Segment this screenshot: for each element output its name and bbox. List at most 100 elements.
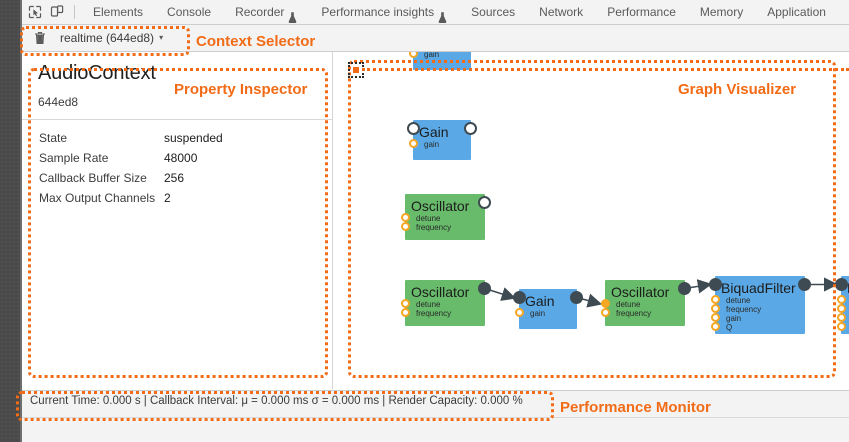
node-input-port[interactable] <box>835 278 848 291</box>
tab-performance-insights[interactable]: Performance insights <box>309 0 459 24</box>
node-output-port[interactable] <box>570 291 583 304</box>
tab-console[interactable]: Console <box>155 0 223 24</box>
node-body <box>519 289 577 329</box>
annotation-label-property-inspector: Property Inspector <box>174 81 308 98</box>
param-port-frequency-icon[interactable] <box>711 304 720 313</box>
graph-visualizer-pane[interactable]: GaingainGaingainOscillatordetunefrequenc… <box>333 52 849 389</box>
audiocontext-id: 644ed8 <box>38 95 79 109</box>
node-body <box>715 276 805 334</box>
node-output-port[interactable] <box>478 196 491 209</box>
device-toolbar-icon[interactable] <box>46 2 68 22</box>
property-table: State suspended Sample Rate 48000 Callba… <box>39 128 223 208</box>
tab-label: Performance insights <box>321 5 435 19</box>
node-title: Gain <box>525 293 555 309</box>
param-port-gain-icon[interactable] <box>515 308 524 317</box>
param-port-detune-icon[interactable] <box>401 299 410 308</box>
param-port-frequency-icon[interactable] <box>837 304 846 313</box>
page-background-gutter <box>0 0 20 442</box>
param-port-detune-icon[interactable] <box>711 295 720 304</box>
node-title: Gain <box>419 124 449 140</box>
node-param-frequency: frequency <box>616 309 652 318</box>
annotation-label-context-selector: Context Selector <box>196 33 316 50</box>
param-port-gain-icon[interactable] <box>409 139 418 148</box>
node-param-detune: detune <box>726 296 751 305</box>
param-port-gain-icon[interactable] <box>711 313 720 322</box>
param-port-q-icon[interactable] <box>837 322 846 331</box>
tab-application[interactable]: Application <box>755 0 838 24</box>
inspect-element-icon[interactable] <box>24 2 46 22</box>
experimental-flask-icon <box>438 7 447 23</box>
node-param-detune: detune <box>416 300 441 309</box>
param-port-detune-icon[interactable] <box>601 299 610 308</box>
tab-sources[interactable]: Sources <box>459 0 527 24</box>
annotation-label-performance-monitor: Performance Monitor <box>560 399 711 416</box>
property-value: 48000 <box>164 151 198 165</box>
node-output-port[interactable] <box>678 282 691 295</box>
node-param-frequency: frequency <box>416 223 452 232</box>
property-key: Callback Buffer Size <box>39 171 147 185</box>
tab-label: Application <box>767 5 826 19</box>
audiocontext-title: AudioContext <box>38 62 156 84</box>
chevron-down-icon: ▾ <box>159 33 164 42</box>
property-inspector-pane: AudioContext 644ed8 State suspended Samp… <box>22 52 333 389</box>
node-input-port[interactable] <box>407 122 420 135</box>
node-title: Oscillator <box>411 284 470 300</box>
tab-elements[interactable]: Elements <box>81 0 155 24</box>
tab-label: Console <box>167 5 212 19</box>
tab-network[interactable]: Network <box>527 0 595 24</box>
param-port-q-icon[interactable] <box>711 322 720 331</box>
node-output-port[interactable] <box>478 282 491 295</box>
param-port-detune-icon[interactable] <box>401 213 410 222</box>
node-body <box>405 280 485 326</box>
performance-monitor-bar: Current Time: 0.000 s | Callback Interva… <box>22 390 849 417</box>
node-input-port[interactable] <box>513 291 526 304</box>
param-port-frequency-icon[interactable] <box>401 222 410 231</box>
node-param-frequency: frequency <box>416 309 452 318</box>
node-param-gain: gain <box>424 52 440 59</box>
trash-icon[interactable] <box>28 27 52 49</box>
webaudio-main: AudioContext 644ed8 State suspended Samp… <box>22 52 849 389</box>
webaudio-toolbar: realtime (644ed8) ▾ <box>22 25 849 52</box>
property-value: 256 <box>164 171 185 185</box>
bottom-strip <box>22 417 849 442</box>
audio-graph-canvas[interactable]: GaingainGaingainOscillatordetunefrequenc… <box>333 52 849 389</box>
property-value: 2 <box>164 191 171 205</box>
tab-label: Elements <box>93 5 144 19</box>
performance-monitor-text: Current Time: 0.000 s | Callback Interva… <box>30 395 523 407</box>
toolbar-divider <box>74 5 75 19</box>
node-output-port[interactable] <box>798 278 811 291</box>
tab-label: Network <box>539 5 584 19</box>
param-port-gain-icon[interactable] <box>409 52 418 58</box>
param-port-frequency-icon[interactable] <box>401 308 410 317</box>
panel-resize-handle[interactable] <box>20 0 22 442</box>
param-port-detune-icon[interactable] <box>837 295 846 304</box>
tab-label: Memory <box>699 5 744 19</box>
node-body <box>413 120 471 160</box>
node-output-port[interactable] <box>464 122 477 135</box>
param-port-gain-icon[interactable] <box>837 313 846 322</box>
property-row-callback-buffer-size: Callback Buffer Size 256 <box>39 168 223 188</box>
node-input-port[interactable] <box>709 278 722 291</box>
node-param-detune: detune <box>416 214 441 223</box>
tab-label: Sources <box>471 5 516 19</box>
node-body <box>405 194 485 240</box>
property-value: suspended <box>164 131 223 145</box>
context-selector-dropdown[interactable]: realtime (644ed8) ▾ <box>54 30 169 46</box>
node-param-gain: gain <box>530 309 546 318</box>
property-row-max-output-channels: Max Output Channels 2 <box>39 188 223 208</box>
tab-recorder[interactable]: Recorder <box>223 0 309 24</box>
tab-memory[interactable]: Memory <box>688 0 755 24</box>
annotation-callout-line <box>362 68 849 71</box>
tab-performance[interactable]: Performance <box>595 0 688 24</box>
tab-label: Performance <box>607 5 676 19</box>
devtools-window: Elements Console Recorder Performance in… <box>22 0 849 442</box>
inspector-divider <box>22 119 332 120</box>
param-port-frequency-icon[interactable] <box>601 308 610 317</box>
